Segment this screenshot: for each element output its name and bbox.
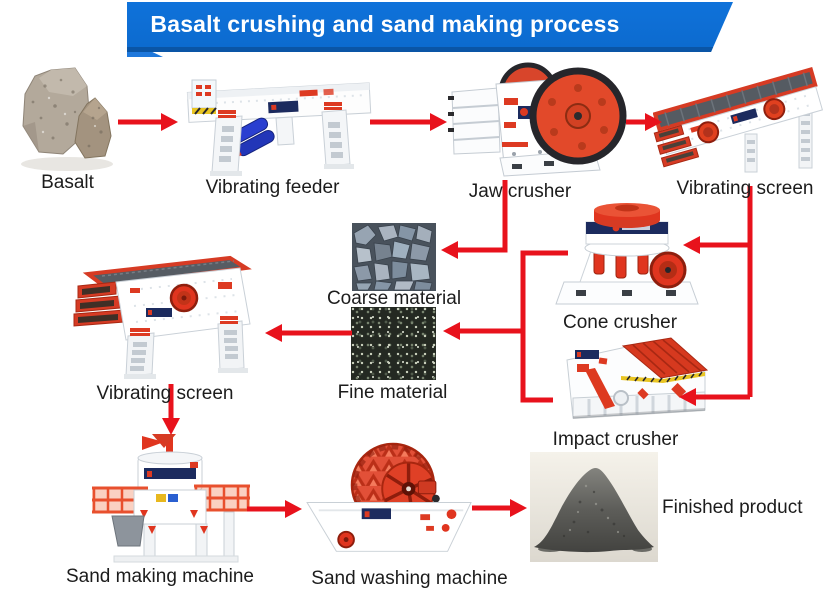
- banner-shadow-strip: [127, 47, 733, 52]
- sand-making-machine-image: [78, 432, 263, 564]
- cone-crusher-label: Cone crusher: [562, 312, 678, 333]
- finished-product-label: Finished product: [662, 497, 803, 518]
- vibrating-screen-left-image: [72, 246, 262, 381]
- jaw-crusher-label: Jaw crusher: [468, 181, 572, 202]
- coarse-material-image: [352, 223, 436, 291]
- vibrating-feeder-label: Vibrating feeder: [205, 177, 340, 198]
- vibrating-screen-left-label: Vibrating screen: [96, 383, 234, 404]
- basalt-rocks-illustration: [21, 67, 113, 171]
- vibrating-feeder-illustration: [186, 79, 372, 176]
- sand-making-machine-label: Sand making machine: [66, 566, 254, 587]
- sand-washing-machine-image: [302, 442, 480, 564]
- cone-crusher-image: [552, 198, 702, 313]
- vibrating-screen-top-label: Vibrating screen: [676, 178, 814, 199]
- vibrating-screen-left-illustration: [73, 255, 252, 379]
- jaw-crusher-illustration: [448, 62, 627, 177]
- impact-crusher-illustration: [566, 337, 709, 419]
- basalt-label: Basalt: [41, 172, 94, 193]
- jaw-crusher-image: [444, 58, 634, 180]
- vibrating-feeder-image: [172, 72, 377, 177]
- finished-product-photo: [530, 452, 658, 562]
- finished-product-image: [530, 452, 658, 562]
- fine-material-image: [351, 307, 436, 380]
- vibrating-screen-top-illustration: [653, 67, 824, 173]
- coarse-material-photo: [352, 223, 436, 291]
- page-title: Basalt crushing and sand making process: [150, 11, 620, 37]
- sand-making-machine-illustration: [92, 434, 250, 563]
- fine-material-label: Fine material: [337, 382, 448, 403]
- vibrating-screen-top-image: [653, 60, 833, 178]
- coarse-material-label: Coarse material: [326, 288, 462, 309]
- impact-crusher-image: [555, 332, 720, 430]
- sand-washing-machine-illustration: [306, 442, 472, 552]
- cone-crusher-illustration: [555, 203, 699, 305]
- title-banner: Basalt crushing and sand making process: [127, 2, 733, 52]
- impact-crusher-label: Impact crusher: [552, 429, 679, 450]
- basalt-rocks-image: [15, 62, 120, 174]
- sand-washing-machine-label: Sand washing machine: [311, 568, 508, 589]
